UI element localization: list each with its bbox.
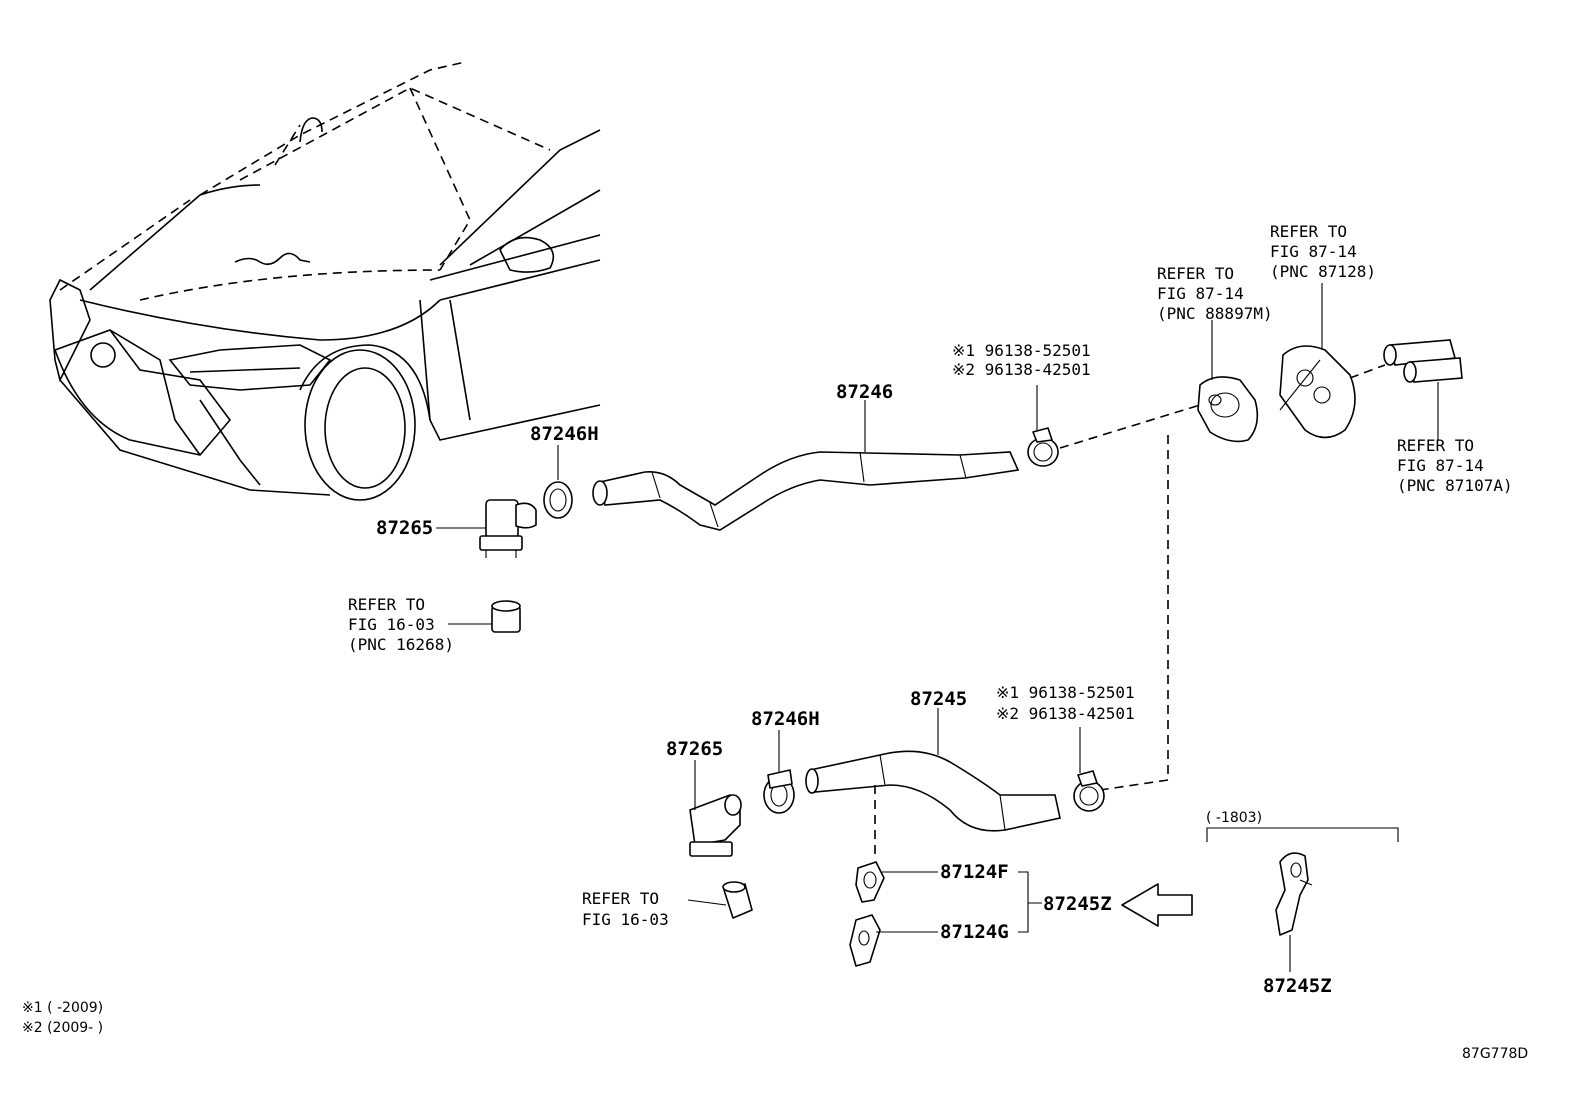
water-valve-upper (479, 499, 537, 558)
note-1: ※1 ( -2009) (22, 1000, 103, 1016)
heater-hose-upper (592, 451, 1020, 531)
ref-87128-line1: REFER TO (1270, 222, 1347, 241)
clip-lower-note1: ※1 96138-52501 (996, 683, 1135, 702)
label-valve-lower: 87265 (666, 738, 723, 760)
ref-87107-line1: REFER TO (1397, 436, 1474, 455)
car-front-icon (49, 61, 601, 501)
note-2: ※2 (2009- ) (22, 1020, 103, 1036)
label-valve-upper: 87265 (376, 517, 433, 539)
ref-upper-line1: REFER TO (348, 595, 425, 614)
heater-pipes (1383, 339, 1463, 383)
label-hose-upper: 87246 (836, 381, 893, 403)
clip-upper (1027, 427, 1059, 467)
ref-lower-line2: FIG 16-03 (582, 910, 669, 929)
label-clamp-upper: 87246H (530, 423, 599, 445)
hose-clamp-lower (763, 769, 795, 814)
clip-lower-note2: ※2 96138-42501 (996, 704, 1135, 723)
figure-code: 87G778D (1462, 1046, 1528, 1062)
pipe-lower-ref (722, 881, 753, 919)
hose-clamp-upper (543, 481, 573, 519)
ref-87107-line3: (PNC 87107A) (1397, 476, 1513, 495)
label-hose-lower: 87245 (910, 688, 967, 710)
variant-range: ( -1803) (1206, 810, 1262, 826)
label-clamp-lower: 87246H (751, 708, 820, 730)
clip-lower (1073, 770, 1105, 812)
heater-hose-lower (805, 750, 1061, 832)
ref-87128-line3: (PNC 87128) (1270, 262, 1376, 281)
hose-clamp-variant (1275, 852, 1313, 936)
ref-88897-line3: (PNC 88897M) (1157, 304, 1273, 323)
heater-core-plate (1279, 345, 1356, 439)
ref-upper-line2: FIG 16-03 (348, 615, 435, 634)
ref-upper-line3: (PNC 16268) (348, 635, 454, 654)
water-valve-lower (689, 794, 742, 857)
hose-clamp-g (849, 914, 881, 967)
ref-lower-line1: REFER TO (582, 889, 659, 908)
ref-87128-line2: FIG 87-14 (1270, 242, 1357, 261)
label-clamp-g: 87124G (940, 921, 1009, 943)
clip-upper-note1: ※1 96138-52501 (952, 341, 1091, 360)
label-variant-assy: 87245Z (1263, 975, 1332, 997)
clip-upper-note2: ※2 96138-42501 (952, 360, 1091, 379)
ref-88897-line1: REFER TO (1157, 264, 1234, 283)
pipe-upper-ref (491, 600, 521, 633)
label-assy: 87245Z (1043, 893, 1112, 915)
heater-valve-gasket (1197, 376, 1259, 443)
label-clamp-f: 87124F (940, 861, 1009, 883)
ref-87107-line2: FIG 87-14 (1397, 456, 1484, 475)
arrow-left-icon (1121, 883, 1193, 927)
ref-88897-line2: FIG 87-14 (1157, 284, 1244, 303)
hose-clamp-f (855, 861, 885, 903)
